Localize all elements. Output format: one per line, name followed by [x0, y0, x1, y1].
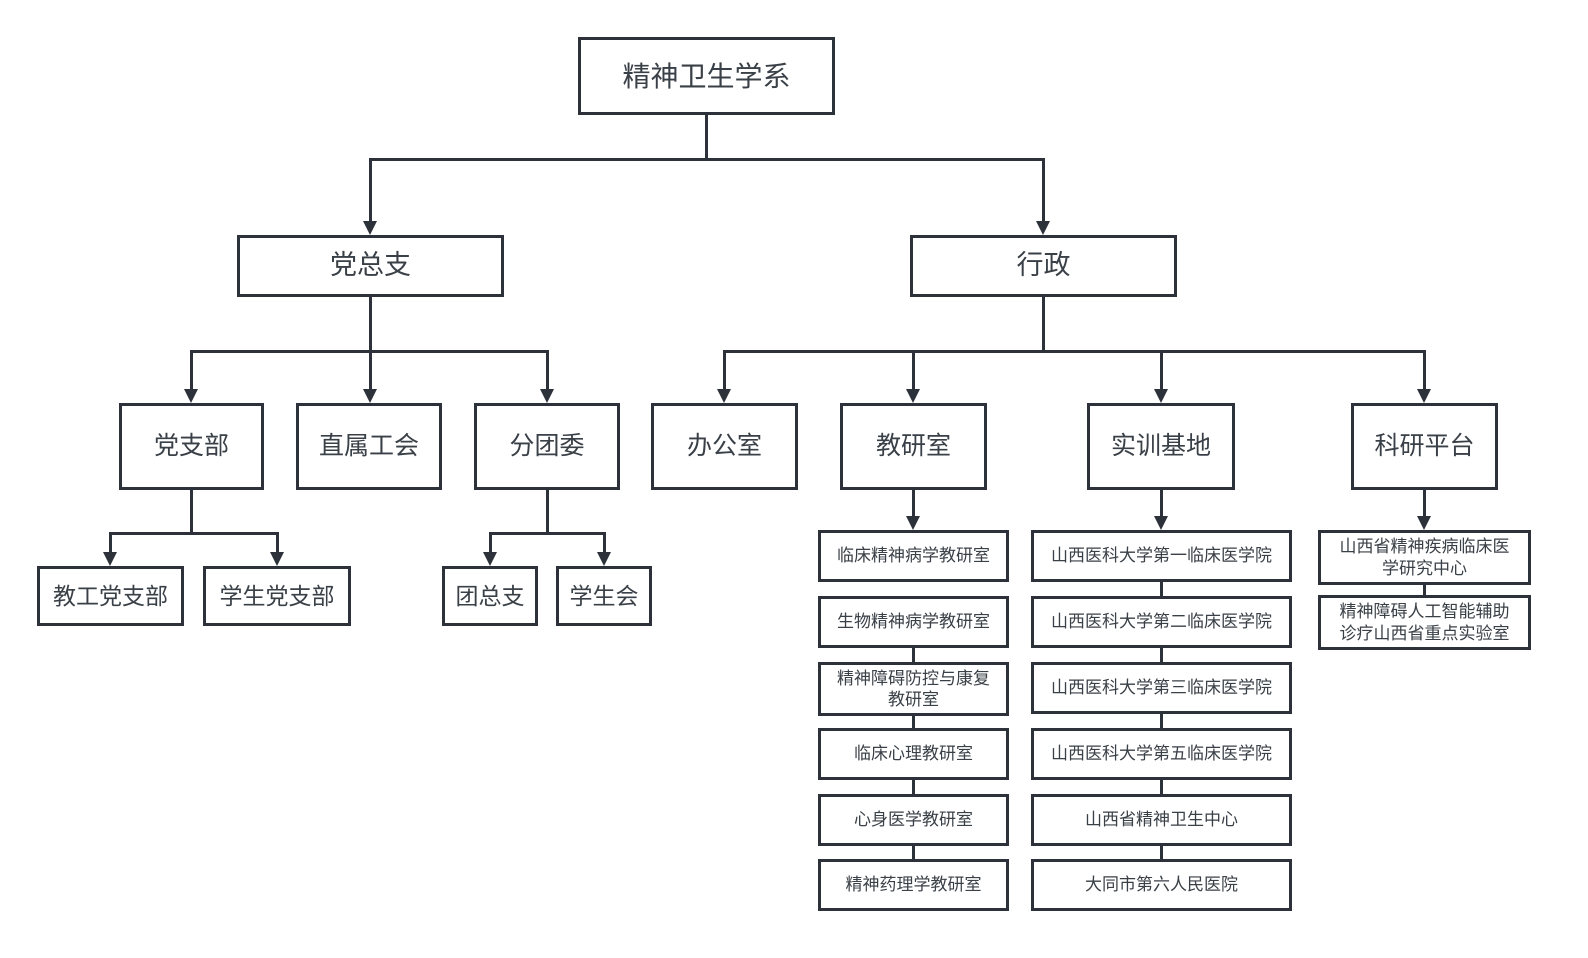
connector-youth-league-stem: [546, 490, 549, 532]
connector-base-link-2: [1160, 648, 1163, 662]
connector-drop-student-branch: [276, 532, 279, 552]
connector-party-branch-stem: [190, 490, 193, 532]
connector-party-branch-rail: [109, 532, 279, 535]
node-shanxi-mental-health-center: 山西省精神卫生中心: [1031, 794, 1292, 846]
connector-admin-stem: [1042, 297, 1045, 350]
connector-drop-admin: [1042, 158, 1045, 221]
arrowhead-admin: [1036, 221, 1050, 235]
arrowhead-teaching-research: [906, 389, 920, 403]
connector-tro-link-5: [912, 846, 915, 859]
node-student-party-branch: 学生党支部: [203, 566, 351, 626]
connector-tro-link-3: [912, 716, 915, 728]
node-teaching-research-section: 教研室: [840, 403, 987, 490]
node-third-clinical-college: 山西医科大学第三临床医学院: [1031, 662, 1292, 714]
node-ai-assisted-key-laboratory: 精神障碍人工智能辅助诊疗山西省重点实验室: [1318, 595, 1531, 650]
arrowhead-faculty-branch: [103, 552, 117, 566]
node-training-base: 实训基地: [1087, 403, 1235, 490]
arrowhead-platform-stack: [1417, 516, 1431, 530]
node-fifth-clinical-college: 山西医科大学第五临床医学院: [1031, 728, 1292, 780]
node-clinical-psychology-office: 临床心理教研室: [818, 728, 1009, 780]
node-party-branch: 党支部: [119, 403, 264, 490]
arrowhead-youth-league: [540, 389, 554, 403]
node-clinical-psychiatry-office: 临床精神病学教研室: [818, 530, 1009, 582]
connector-tro-stem: [912, 490, 915, 516]
connector-drop-research-platform: [1423, 350, 1426, 389]
connector-tro-link-2: [912, 648, 915, 662]
connector-drop-party-branch: [190, 350, 193, 389]
connector-base-link-4: [1160, 780, 1163, 794]
connector-drop-training-base: [1160, 350, 1163, 389]
arrowhead-office: [717, 389, 731, 403]
node-second-clinical-college: 山西医科大学第二临床医学院: [1031, 596, 1292, 648]
node-psychopharmacology-office: 精神药理学教研室: [818, 859, 1009, 911]
connector-base-link-5: [1160, 846, 1163, 859]
arrowhead-union: [363, 389, 377, 403]
connector-drop-teaching-research: [912, 350, 915, 389]
node-prevention-rehab-office: 精神障碍防控与康复教研室: [818, 662, 1009, 716]
node-office: 办公室: [651, 403, 798, 490]
connector-drop-student-union: [603, 532, 606, 552]
connector-drop-faculty-branch: [109, 532, 112, 552]
connector-base-link-3: [1160, 714, 1163, 728]
arrowhead-tro-stack: [906, 516, 920, 530]
connector-drop-office: [723, 350, 726, 389]
node-datong-sixth-hospital: 大同市第六人民医院: [1031, 859, 1292, 911]
node-research-platform: 科研平台: [1351, 403, 1498, 490]
node-youth-league-committee: 分团委: [474, 403, 620, 490]
arrowhead-training-base: [1154, 389, 1168, 403]
connector-drop-party: [369, 158, 372, 221]
connector-youth-league-rail: [489, 532, 606, 535]
connector-root-rail: [369, 158, 1045, 161]
connector-base-stem: [1160, 490, 1163, 516]
connector-party-stem: [369, 297, 372, 350]
arrowhead-student-union: [597, 552, 611, 566]
connector-root-stem: [705, 115, 708, 158]
connector-drop-league-general: [489, 532, 492, 552]
node-dept-root: 精神卫生学系: [578, 37, 835, 115]
connector-admin-rail: [723, 350, 1426, 353]
node-first-clinical-college: 山西医科大学第一临床医学院: [1031, 530, 1292, 582]
connector-drop-youth-league: [546, 350, 549, 389]
node-psychosomatic-medicine-office: 心身医学教研室: [818, 794, 1009, 846]
connector-platform-stem: [1423, 490, 1426, 516]
arrowhead-league-general: [483, 552, 497, 566]
arrowhead-student-branch: [270, 552, 284, 566]
arrowhead-base-stack: [1154, 516, 1168, 530]
connector-base-link-1: [1160, 582, 1163, 596]
node-union: 直属工会: [296, 403, 442, 490]
arrowhead-party-branch: [184, 389, 198, 403]
node-student-union: 学生会: [556, 566, 652, 626]
node-league-general-branch: 团总支: [442, 566, 538, 626]
node-faculty-party-branch: 教工党支部: [37, 566, 184, 626]
arrowhead-research-platform: [1417, 389, 1431, 403]
node-biological-psychiatry-office: 生物精神病学教研室: [818, 596, 1009, 648]
connector-drop-union: [369, 350, 372, 389]
connector-platform-link-1: [1423, 585, 1426, 595]
node-clinical-medicine-research-center: 山西省精神疾病临床医学研究中心: [1318, 530, 1531, 585]
node-party-general-branch: 党总支: [237, 235, 504, 297]
connector-tro-link-4: [912, 780, 915, 794]
node-administration: 行政: [910, 235, 1177, 297]
arrowhead-party: [363, 221, 377, 235]
